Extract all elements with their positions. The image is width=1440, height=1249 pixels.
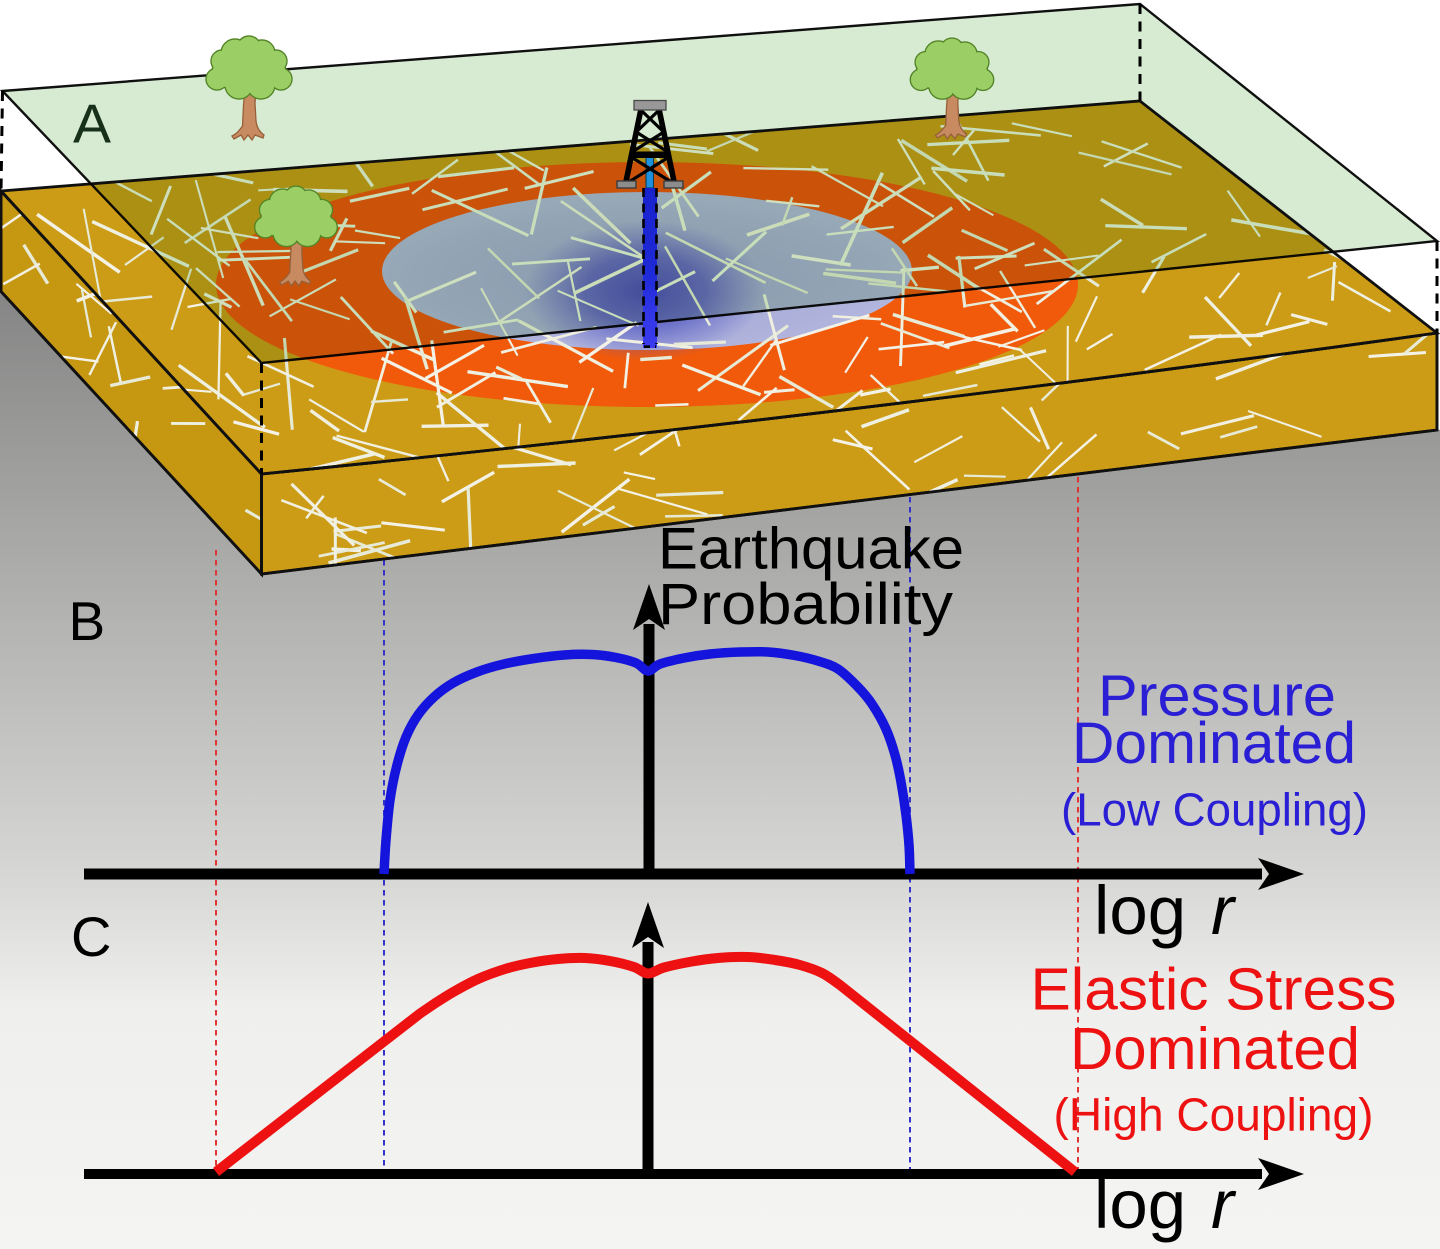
svg-text:log: log: [1094, 872, 1186, 949]
svg-text:Dominated: Dominated: [1072, 711, 1356, 776]
svg-text:C: C: [71, 905, 111, 968]
svg-text:Pressure: Pressure: [1098, 664, 1336, 729]
svg-text:log: log: [1094, 1166, 1186, 1243]
svg-text:Elastic Stress: Elastic Stress: [1031, 956, 1397, 1023]
svg-text:r: r: [1211, 872, 1237, 949]
svg-text:Earthquake: Earthquake: [658, 517, 964, 582]
svg-text:B: B: [69, 590, 106, 652]
svg-text:A: A: [73, 93, 111, 155]
svg-text:Dominated: Dominated: [1070, 1015, 1360, 1082]
svg-text:(Low Coupling): (Low Coupling): [1061, 784, 1368, 836]
svg-text:Probability: Probability: [658, 572, 953, 637]
svg-text:r: r: [1211, 1166, 1237, 1243]
svg-text:(High Coupling): (High Coupling): [1054, 1089, 1374, 1141]
